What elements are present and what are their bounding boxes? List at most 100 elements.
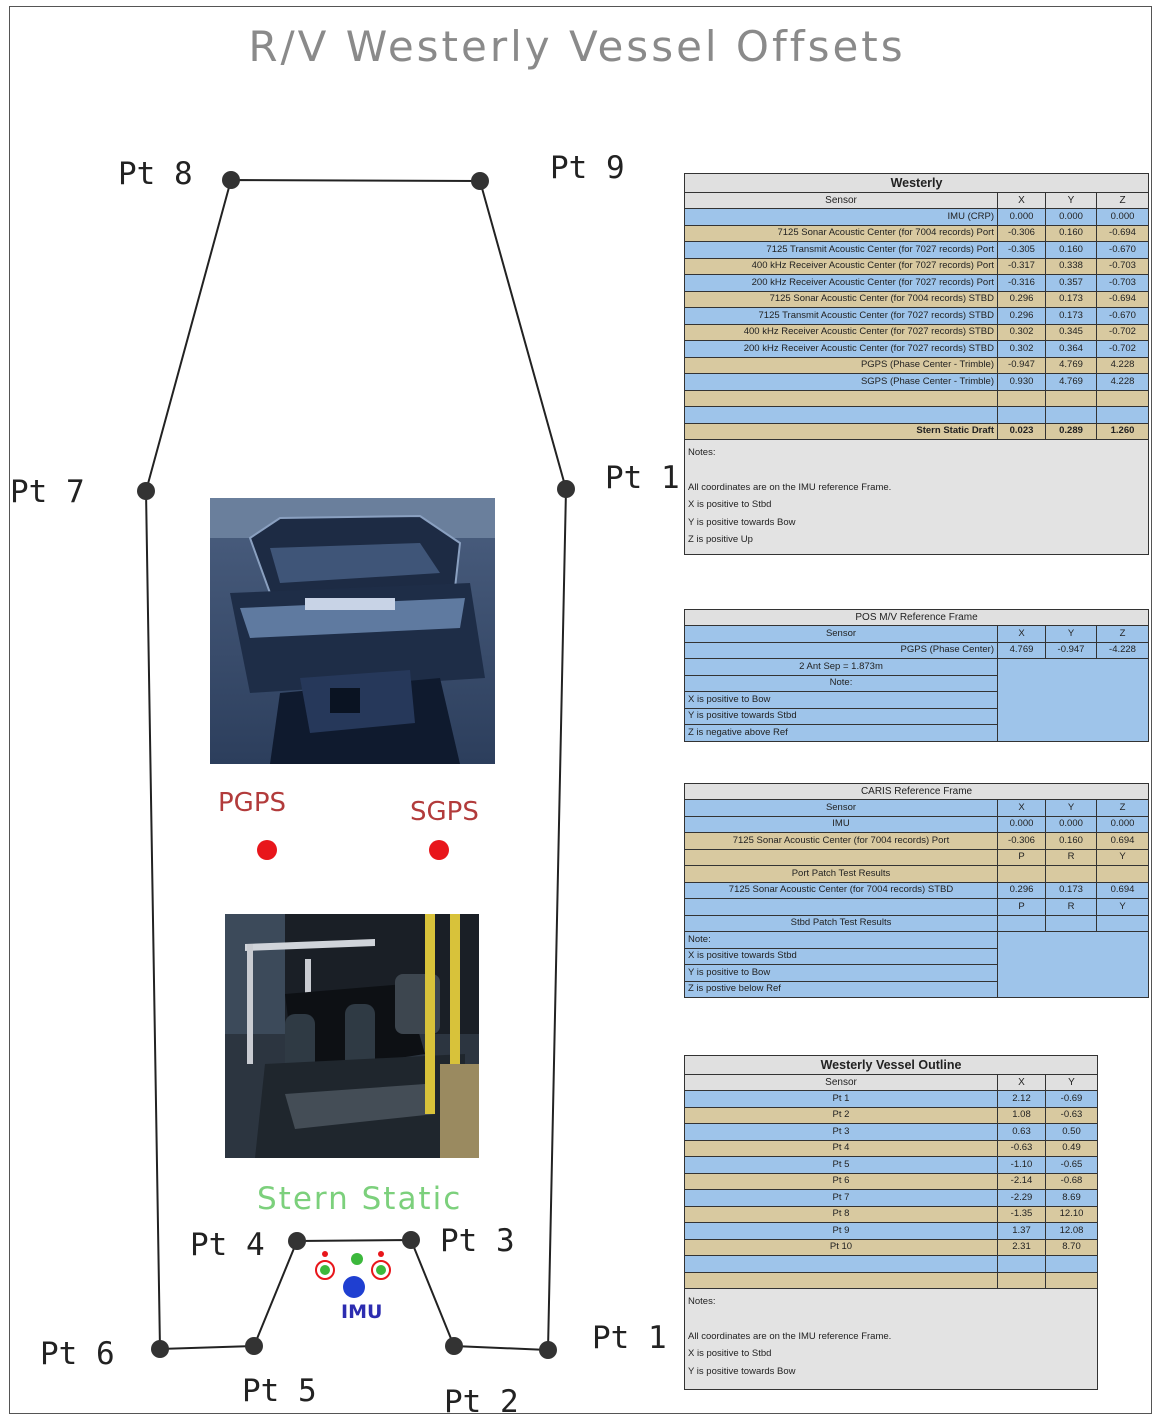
pgps-label: PGPS <box>218 788 287 818</box>
note-line: Notes: <box>688 1296 716 1307</box>
pt2-marker <box>445 1337 463 1355</box>
note-line: Y is positive towards Bow <box>688 1365 796 1377</box>
caris-header-x: X <box>997 799 1046 817</box>
table-row: 7125 Sonar Acoustic Center (for 7004 rec… <box>684 224 1150 242</box>
table-row: PGPS (Phase Center) 4.769 -0.947 -4.228 <box>684 641 1150 659</box>
pt6-label: Pt 6 <box>40 1336 115 1372</box>
stern-static-label: Stern Static <box>257 1181 463 1217</box>
pt1-upper-marker <box>557 480 575 498</box>
posmv-header-sensor: Sensor <box>684 625 998 643</box>
hull-outline <box>144 178 568 1351</box>
table-row <box>684 389 1150 407</box>
table-row: 7125 Transmit Acoustic Center (for 7027 … <box>684 241 1150 259</box>
note-line: Notes: <box>688 447 716 458</box>
posmv-header-z: Z <box>1095 625 1150 643</box>
table-row: 400 kHz Receiver Acoustic Center (for 70… <box>684 323 1150 341</box>
pt5-label: Pt 5 <box>242 1373 317 1409</box>
pt3-marker <box>402 1231 420 1249</box>
table-row: 7125 Sonar Acoustic Center (for 7004 rec… <box>684 290 1150 308</box>
posmv-note-label: Note: <box>684 674 998 692</box>
note-line <box>688 1311 1094 1328</box>
col-header-z: Z <box>1095 192 1150 209</box>
table-row: 7125 Sonar Acoustic Center (for 7004 rec… <box>684 881 1150 899</box>
table-row: IMU 0.000 0.000 0.000 <box>684 815 1150 833</box>
sgps-marker <box>429 840 449 860</box>
outline-header-x: X <box>997 1074 1046 1091</box>
col-header-x: X <box>997 192 1046 209</box>
pt4-marker <box>288 1232 306 1250</box>
caris-note-x: X is positive towards Stbd <box>684 947 998 965</box>
pt1-lower-marker <box>539 1341 557 1359</box>
pt9-label: Pt 9 <box>550 150 625 186</box>
pt3-label: Pt 3 <box>440 1223 515 1259</box>
outline-table-title: Westerly Vessel Outline <box>683 1055 1099 1075</box>
note-line <box>688 462 1145 479</box>
port-patch-label: Port Patch Test Results <box>684 865 998 883</box>
outline-notes: Notes: All coordinates are on the IMU ref… <box>683 1288 1099 1390</box>
pt8-marker <box>222 171 240 189</box>
sonar-port-marker <box>315 1251 335 1280</box>
caris-header-z: Z <box>1095 799 1150 817</box>
table-row: 7125 Transmit Acoustic Center (for 7027 … <box>684 307 1150 325</box>
vessel-outline-diagram <box>137 171 575 1359</box>
sensor-mount-photo <box>225 914 479 1158</box>
note-line: All coordinates are on the IMU reference… <box>688 1330 892 1342</box>
sonar-stbd-marker <box>371 1251 391 1280</box>
vessel-photo <box>210 498 495 764</box>
table-row <box>684 406 1150 424</box>
note-line: X is positive to Stbd <box>688 499 772 510</box>
posmv-reference-table: POS M/V Reference Frame Sensor X Y Z PGP… <box>683 609 1150 742</box>
posmv-note-y: Y is positive towards Stbd <box>684 707 998 725</box>
note-line: Y is positive towards Bow <box>688 516 796 528</box>
caris-note-z: Z is postive below Ref <box>684 980 998 998</box>
caris-note-y: Y is positive to Bow <box>684 964 998 982</box>
note-line: Z is positive Up <box>688 534 753 545</box>
posmv-header-x: X <box>997 625 1046 643</box>
imu-marker <box>343 1276 365 1298</box>
pt6-marker <box>151 1340 169 1358</box>
pt4-label: Pt 4 <box>190 1227 265 1263</box>
table-row: 200 kHz Receiver Acoustic Center (for 70… <box>684 340 1150 358</box>
table-row <box>684 1271 1099 1289</box>
posmv-note-x: X is positive to Bow <box>684 691 998 709</box>
pt7-label: Pt 7 <box>10 474 85 510</box>
stern-static-marker <box>351 1253 363 1265</box>
table-row: Pt 5-1.10-0.65 <box>684 1156 1099 1174</box>
table-row: 7125 Sonar Acoustic Center (for 7004 rec… <box>684 832 1150 850</box>
pgps-marker <box>257 840 277 860</box>
table-row: Pt 6-2.14-0.68 <box>684 1172 1099 1190</box>
caris-reference-table: CARIS Reference Frame Sensor X Y Z IMU 0… <box>683 783 1150 998</box>
caris-header-sensor: Sensor <box>684 799 998 817</box>
col-header-sensor: Sensor <box>684 192 998 209</box>
stbd-patch-label: Stbd Patch Test Results <box>684 914 998 932</box>
sgps-label: SGPS <box>410 797 479 827</box>
page-frame <box>9 6 1152 1414</box>
col-header-y: Y <box>1045 192 1097 209</box>
pt8-label: Pt 8 <box>118 156 193 192</box>
imu-label: IMU <box>341 1301 383 1323</box>
pt5-marker <box>245 1337 263 1355</box>
westerly-notes: Notes:All coordinates are on the IMU ref… <box>683 439 1150 555</box>
pt1-upper-label: Pt 1 <box>605 460 680 496</box>
ant-sep-cell: 2 Ant Sep = 1.873m <box>684 658 998 676</box>
posmv-note-z: Z is negative above Ref <box>684 724 998 742</box>
posmv-table-title: POS M/V Reference Frame <box>683 609 1150 626</box>
posmv-header-y: Y <box>1045 625 1097 643</box>
outline-header-sensor: Sensor <box>684 1074 998 1091</box>
caris-note-label: Note: <box>684 931 998 949</box>
pt2-label: Pt 2 <box>444 1384 519 1420</box>
